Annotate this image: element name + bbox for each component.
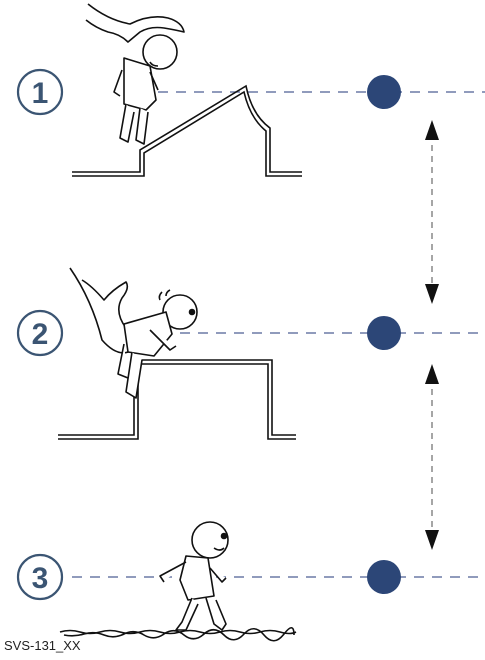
- step-badge-1: 1: [18, 70, 62, 114]
- sloped-step-outline: [72, 86, 302, 176]
- level-dot-1: [367, 75, 401, 109]
- flat-step-outline: [58, 360, 296, 439]
- baby-icon-step-3: [160, 522, 228, 630]
- hand-icon-step-2: [70, 268, 131, 353]
- baby-icon-step-1: [114, 35, 177, 144]
- double-arrow-icon-lower: [425, 364, 439, 550]
- step-badge-3: 3: [18, 555, 62, 599]
- level-dot-2: [367, 316, 401, 350]
- footer-code: SVS-131_XX: [4, 638, 81, 653]
- level-dot-3: [367, 560, 401, 594]
- step-number-1: 1: [32, 77, 49, 110]
- double-arrow-icon-upper: [425, 120, 439, 304]
- step-number-3: 3: [32, 562, 49, 595]
- hand-icon-step-1: [86, 4, 184, 42]
- baby-icon-step-2: [118, 290, 197, 398]
- step-badge-2: 2: [18, 311, 62, 355]
- step-number-2: 2: [32, 318, 49, 351]
